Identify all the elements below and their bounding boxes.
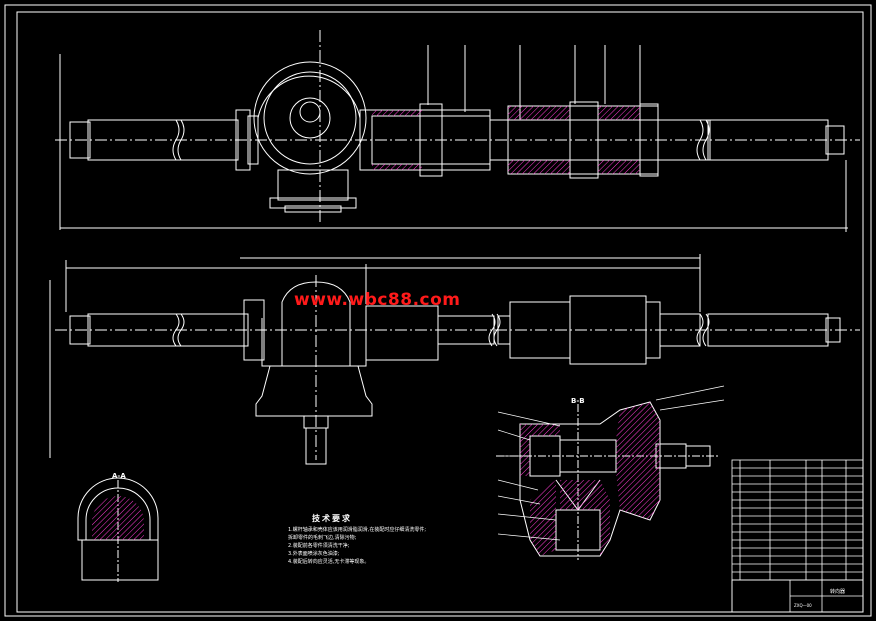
technical-requirement-line: 2.装配前各零件须清洗干净;	[288, 543, 350, 549]
top-view-hatch	[372, 106, 640, 174]
outer-frame	[4, 4, 872, 617]
section-a-a-hatch	[92, 496, 144, 540]
title-block-drawing-no: ZXQ—00	[794, 603, 812, 608]
technical-requirement-line: 拆卸零件的毛刺飞边,清除污物;	[288, 535, 357, 541]
technical-requirement-line: 1.螺杆轴承和壳体应该用润滑脂润滑,在装配时应仔细清洗零件;	[288, 527, 427, 533]
technical-requirement-line: 3.外表面喷涂灰色油漆;	[288, 551, 340, 557]
technical-requirements-title: 技术要求	[312, 514, 352, 523]
section-b-b-leaders	[497, 385, 725, 541]
section-b-b-hatch	[520, 402, 660, 556]
front-view	[49, 254, 860, 465]
title-block-drawing-name: 转向器	[830, 589, 846, 595]
section-a-a-label: A-A	[112, 472, 126, 480]
section-b-b-label: B-B	[571, 397, 585, 405]
top-view	[55, 30, 860, 232]
inner-frame	[16, 11, 864, 613]
title-block	[731, 459, 864, 613]
watermark: www.wbc88.com	[294, 290, 461, 310]
technical-requirement-line: 4.装配后转向应灵活,无卡滞等现象。	[288, 559, 370, 565]
